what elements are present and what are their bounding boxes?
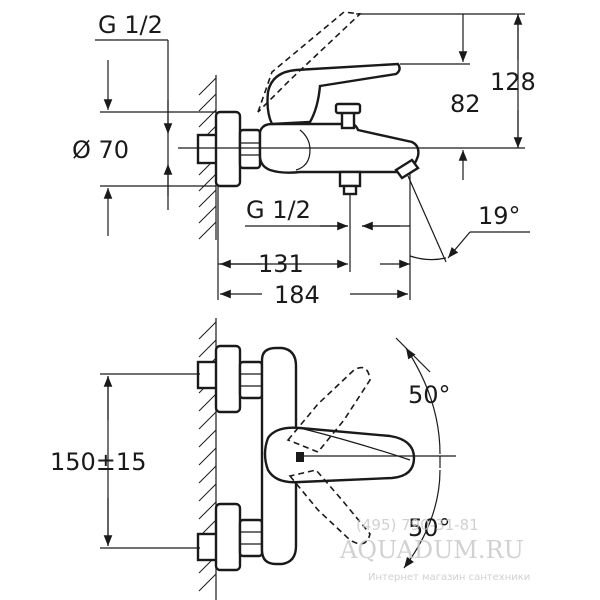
center-distance-label: 150±15 [50,448,146,476]
lever-swing-up [286,366,371,453]
lever-indicator [296,452,304,462]
watermark: (495) 790-31-81 AQUADUM.RU Интернет мага… [339,516,530,583]
escutcheon-lower [214,502,242,572]
lever-handle [266,62,401,126]
spout-aerator [394,158,420,180]
lever-swing-down [288,469,371,545]
angle-spout-label: 19° [478,202,521,230]
nut-top [238,128,262,170]
nut-upper [238,360,264,400]
side-view: G 1/2 Ø 70 128 82 G 1/2 19° [72,11,536,309]
watermark-tagline: Интернет магазин сантехники [368,572,530,583]
shower-outlet [338,170,362,188]
diameter-label: Ø 70 [72,136,129,164]
lever-swing-outline [257,11,362,113]
diverter-knob [334,102,362,115]
thread-label-bottom: G 1/2 [246,196,311,224]
diverter-stem [340,110,356,130]
watermark-phone: (495) 790-31-81 [356,516,479,534]
angle-up-label: 50° [408,381,451,409]
height-total-label: 128 [490,68,536,96]
angle-down-label: 50° [408,514,451,542]
thread-label-top: G 1/2 [98,11,163,39]
escutcheon-top [214,110,242,188]
depth-outlet-label: 131 [258,250,304,278]
lever-front [263,426,416,484]
front-view: 150±15 50° 50° [50,318,456,600]
depth-total-label: 184 [274,281,320,309]
height-spout-label: 82 [450,90,481,118]
escutcheon-upper [214,344,242,414]
nut-lower [238,518,264,558]
watermark-site: AQUADUM.RU [339,536,524,564]
shower-outlet-thread [342,184,358,196]
